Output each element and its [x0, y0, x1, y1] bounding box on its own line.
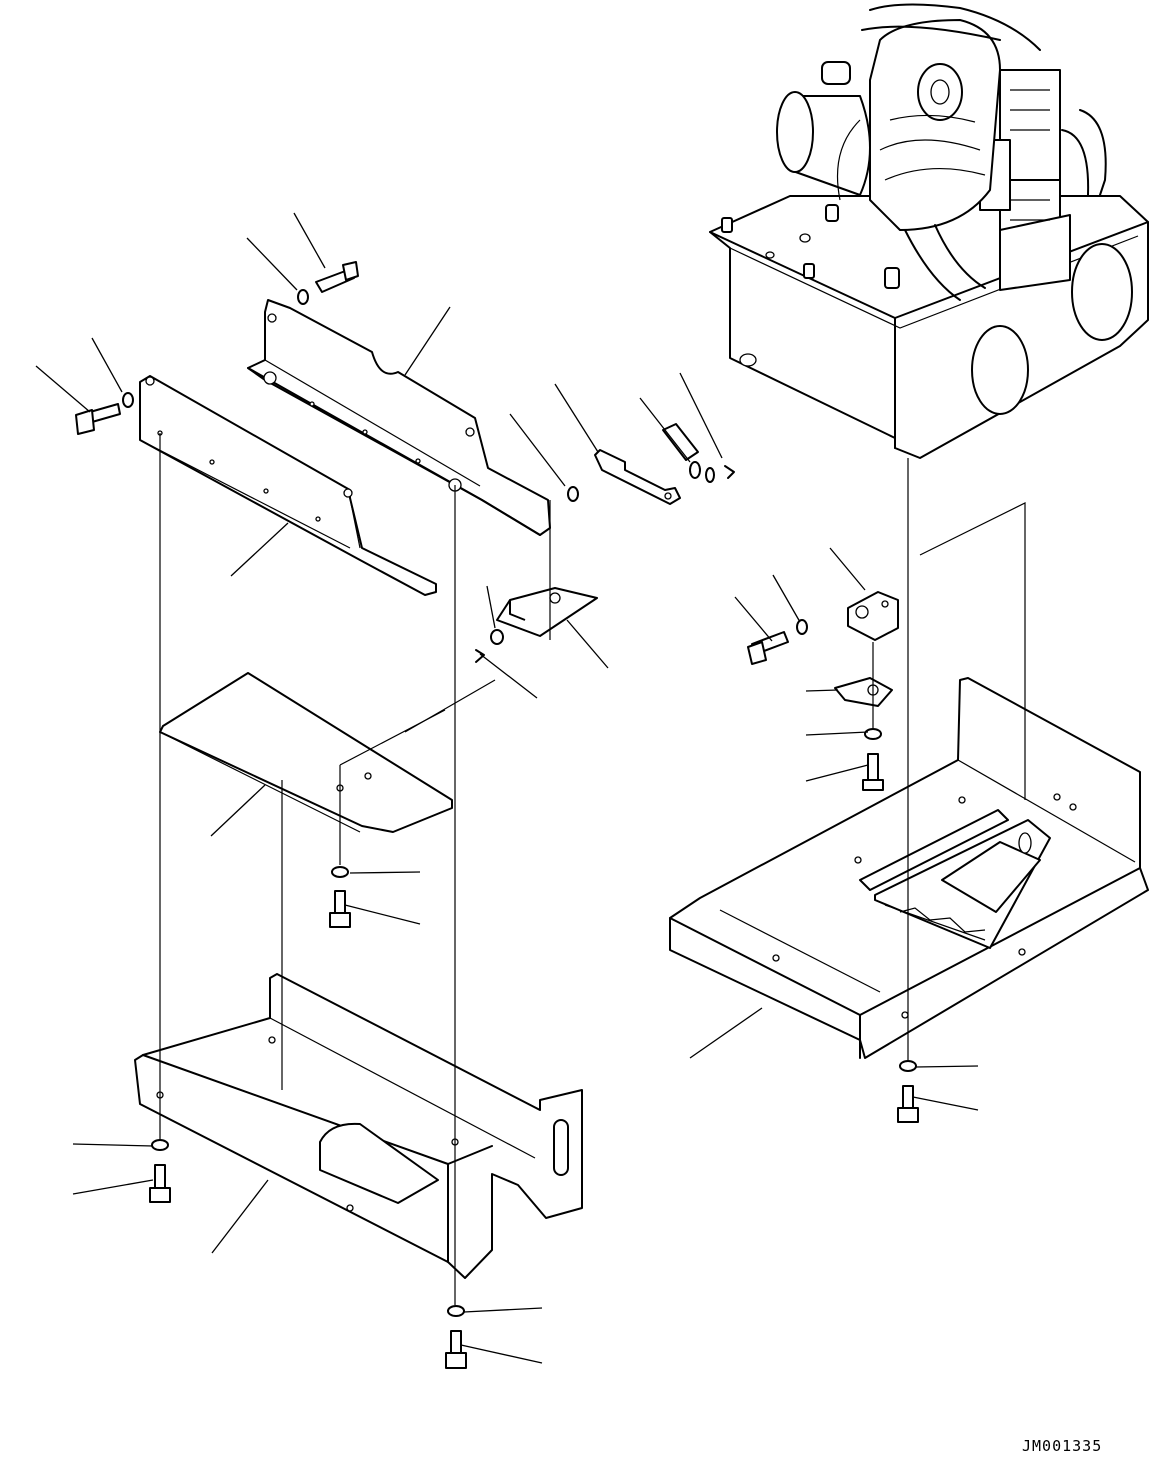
- assembly-center-lines: [160, 433, 1025, 1305]
- floor-mat: [160, 673, 452, 832]
- upper-cover-plate: [248, 300, 550, 535]
- lower-left-tray: [135, 974, 582, 1278]
- right-floor-tray: [670, 678, 1148, 1058]
- drawing-reference-code: JM001335: [1022, 1437, 1102, 1455]
- leader-lines: [36, 213, 978, 1363]
- right-brackets: [835, 592, 898, 706]
- engine-unit: [710, 4, 1148, 458]
- stay-parts: [497, 424, 698, 636]
